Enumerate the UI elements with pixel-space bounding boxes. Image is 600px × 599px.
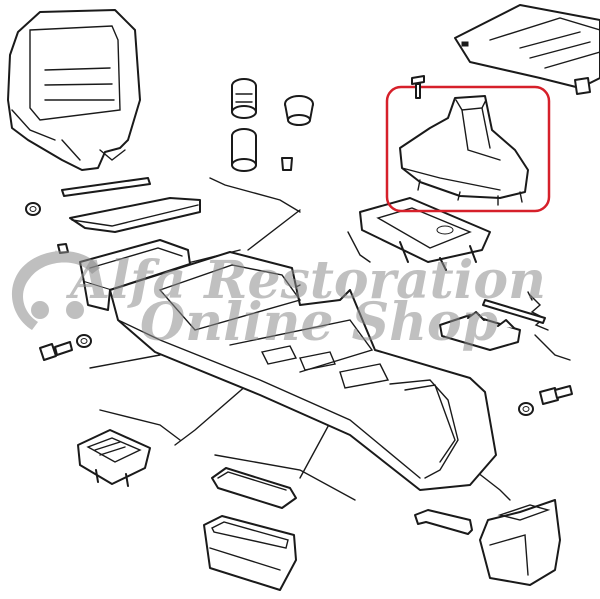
gear-lever-boot [399, 95, 529, 206]
watermark-line-2: Online Shop [140, 292, 498, 353]
ashtray-lid [211, 467, 297, 509]
centre-console [109, 251, 497, 491]
gear-boot-frame [359, 197, 491, 271]
lighter-bulb [281, 157, 293, 171]
radio-housing [7, 9, 141, 171]
bolt-right [539, 385, 573, 405]
retaining-clip [414, 509, 473, 535]
gear-indicator-panel [454, 4, 600, 95]
ashtray-holder [79, 239, 191, 311]
watermark-logo [11, 250, 101, 330]
highlight-frame [385, 85, 551, 213]
washer-left-lower [76, 334, 92, 348]
radio-cover-plate [69, 197, 201, 233]
lighter-socket-ring [284, 95, 314, 126]
cigar-lighter [231, 78, 257, 172]
hinge-plate [439, 311, 521, 351]
rear-storage-box [479, 499, 561, 586]
washer-left [25, 202, 41, 216]
watermark-line-1: Alfa Restoration [65, 250, 546, 311]
ashtray-box [203, 515, 297, 591]
rod [61, 177, 151, 197]
washer-right [518, 402, 534, 416]
screw-top [411, 75, 425, 99]
bolt-left [39, 341, 73, 361]
switch-block [77, 429, 151, 487]
rod-right [482, 299, 546, 324]
